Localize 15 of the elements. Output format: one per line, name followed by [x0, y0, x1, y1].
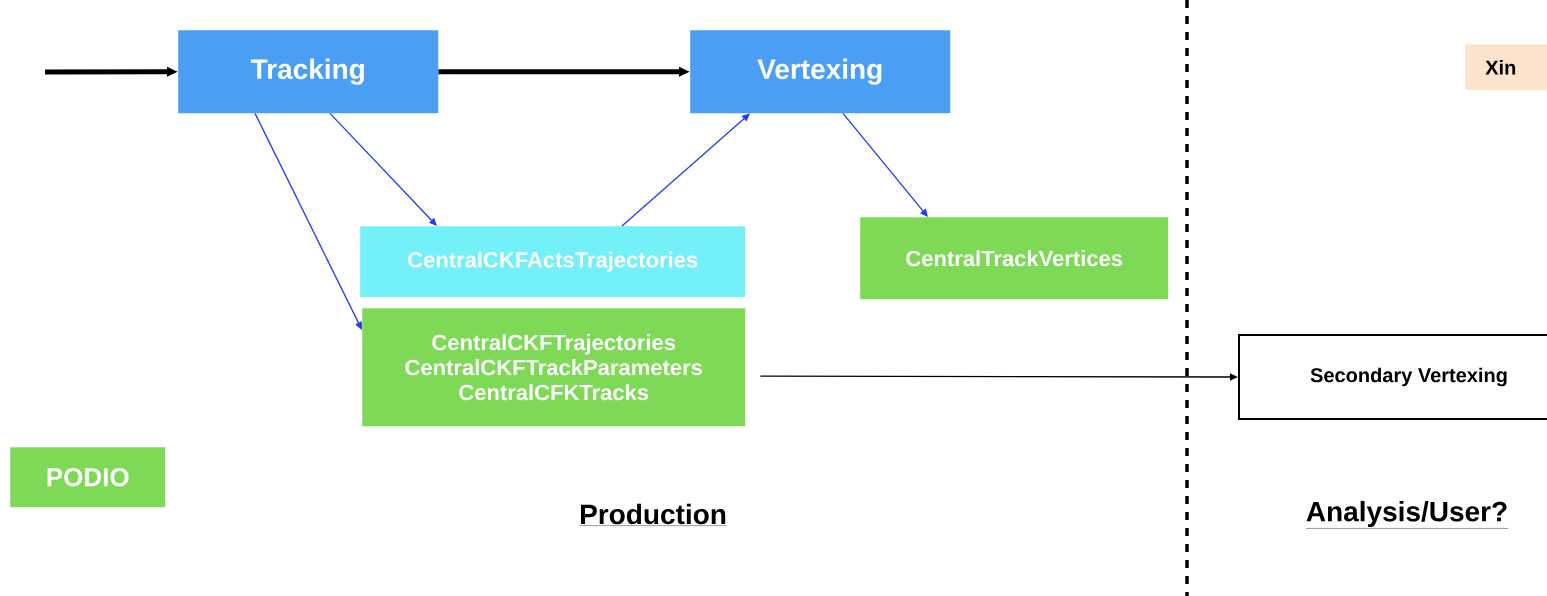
section-heading: Analysis/User?: [1305, 500, 1509, 529]
process-box: Vertexing: [690, 30, 951, 114]
arrow: [759, 373, 1238, 381]
section-heading: Production: [578, 503, 728, 526]
data-box: CentralCKFTrajectories CentralCKFTrackParameters CentralCFKTracks: [362, 308, 746, 427]
process-box: Secondary Vertexing: [1238, 334, 1547, 420]
data-box: CentralTrackVertices: [860, 217, 1169, 300]
arrow: [842, 112, 928, 217]
process-box: Tracking: [178, 30, 439, 114]
arrow: [621, 113, 750, 227]
data-box: CentralCKFActsTrajectories: [360, 226, 746, 298]
legend-box: PODIO: [10, 447, 166, 508]
note-box: Xin: [1465, 44, 1547, 91]
arrow: [329, 112, 437, 226]
arrow: [254, 112, 362, 330]
